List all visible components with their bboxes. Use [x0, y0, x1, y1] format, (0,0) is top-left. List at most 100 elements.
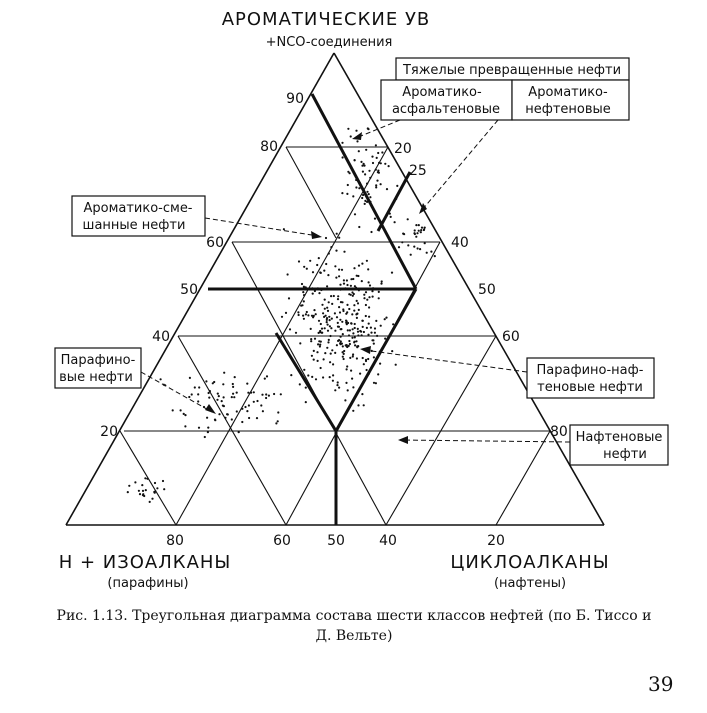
sample-point: [371, 295, 374, 298]
sample-point: [330, 327, 333, 330]
sample-point: [352, 277, 355, 281]
sample-point: [353, 159, 356, 162]
sample-point: [143, 494, 146, 498]
label-aromatic-naphthene-2: нефтеновые: [525, 102, 611, 117]
sample-point: [366, 127, 369, 130]
sample-point: [316, 359, 319, 362]
sample-point: [336, 325, 340, 328]
sample-point: [328, 319, 331, 322]
sample-point: [422, 228, 425, 232]
sample-point: [146, 477, 149, 480]
sample-point: [353, 304, 356, 307]
sample-point: [138, 493, 142, 496]
sample-point: [237, 431, 240, 434]
sample-point: [341, 345, 344, 348]
sample-point: [356, 346, 359, 349]
sample-point: [342, 357, 345, 361]
sample-point: [348, 172, 351, 175]
sample-point: [346, 283, 349, 287]
sample-point: [352, 195, 355, 198]
sample-point: [341, 351, 344, 354]
sample-point: [222, 383, 225, 386]
sample-point: [363, 297, 366, 300]
label-aromatic-mixed-2: шанные нефти: [83, 218, 186, 233]
sample-point: [311, 287, 314, 290]
sample-point: [231, 382, 234, 386]
sample-point: [362, 193, 365, 197]
sample-point: [163, 488, 166, 491]
sample-point: [367, 322, 370, 325]
tick-right-60: 60: [502, 329, 520, 345]
sample-point: [388, 212, 391, 215]
sample-point: [247, 391, 250, 394]
sample-point: [216, 398, 219, 401]
sample-point: [235, 391, 238, 394]
sample-point: [302, 300, 305, 303]
sample-point: [331, 349, 334, 352]
sample-point: [361, 170, 364, 173]
sample-point: [393, 221, 396, 224]
sample-point: [381, 151, 384, 154]
figure-caption: Рис. 1.13. Треугольная диаграмма состава…: [14, 606, 694, 646]
sample-point: [335, 232, 338, 235]
sample-point: [352, 386, 355, 389]
sample-point: [303, 368, 306, 371]
sample-point: [349, 293, 352, 296]
label-paraffinic-1: Парафино-: [61, 353, 136, 368]
sample-point: [334, 389, 337, 392]
sample-point: [352, 409, 355, 412]
sample-point: [241, 420, 244, 424]
sample-point: [433, 255, 436, 258]
left-edge: [65, 52, 335, 526]
sample-point: [359, 329, 362, 333]
sample-point: [329, 352, 332, 355]
arrow-paraffinic: [140, 371, 213, 413]
arrow-naphthenic: [401, 439, 571, 443]
sample-point: [347, 127, 350, 130]
sample-point: [397, 246, 401, 249]
sample-point: [379, 183, 382, 186]
sample-point: [357, 264, 361, 267]
sample-point: [214, 419, 217, 422]
sample-point: [377, 297, 380, 300]
tick-bottom-40: 40: [379, 533, 397, 549]
sample-point: [223, 371, 226, 374]
sample-point: [126, 491, 129, 494]
sample-point: [363, 202, 366, 205]
sample-point: [267, 394, 270, 397]
sample-point: [330, 295, 333, 298]
sample-point: [406, 218, 409, 221]
sample-point: [142, 493, 145, 496]
tick-left-20: 20: [100, 424, 118, 440]
sample-point: [216, 392, 219, 395]
sample-point: [153, 481, 157, 485]
sample-point: [383, 318, 386, 321]
sample-point: [198, 386, 201, 389]
sample-point: [241, 407, 244, 410]
sample-point: [282, 228, 285, 231]
sample-point: [338, 311, 342, 314]
sample-point: [327, 301, 330, 304]
ternary-diagram: 90 80 60 50 40 20 20 25 40 50 60 80 80 6…: [54, 9, 669, 591]
sample-point: [190, 393, 193, 396]
sample-point: [338, 386, 341, 389]
sample-point: [374, 382, 377, 385]
sample-point: [325, 262, 328, 266]
sample-point: [372, 342, 375, 345]
sample-point: [377, 151, 380, 155]
sample-point: [141, 484, 144, 487]
sample-point: [336, 384, 339, 387]
sample-point: [341, 301, 344, 304]
sample-point: [323, 269, 326, 272]
sample-point: [325, 321, 328, 324]
sample-point: [352, 353, 355, 356]
sample-point: [346, 311, 349, 314]
sample-point: [304, 313, 307, 316]
sample-point: [323, 315, 326, 318]
sample-point: [361, 164, 364, 167]
sample-point: [305, 310, 308, 314]
sample-point: [332, 363, 335, 366]
sample-point: [197, 393, 200, 396]
sample-point: [323, 298, 326, 301]
caption-line-2: Д. Вельте): [315, 628, 393, 644]
